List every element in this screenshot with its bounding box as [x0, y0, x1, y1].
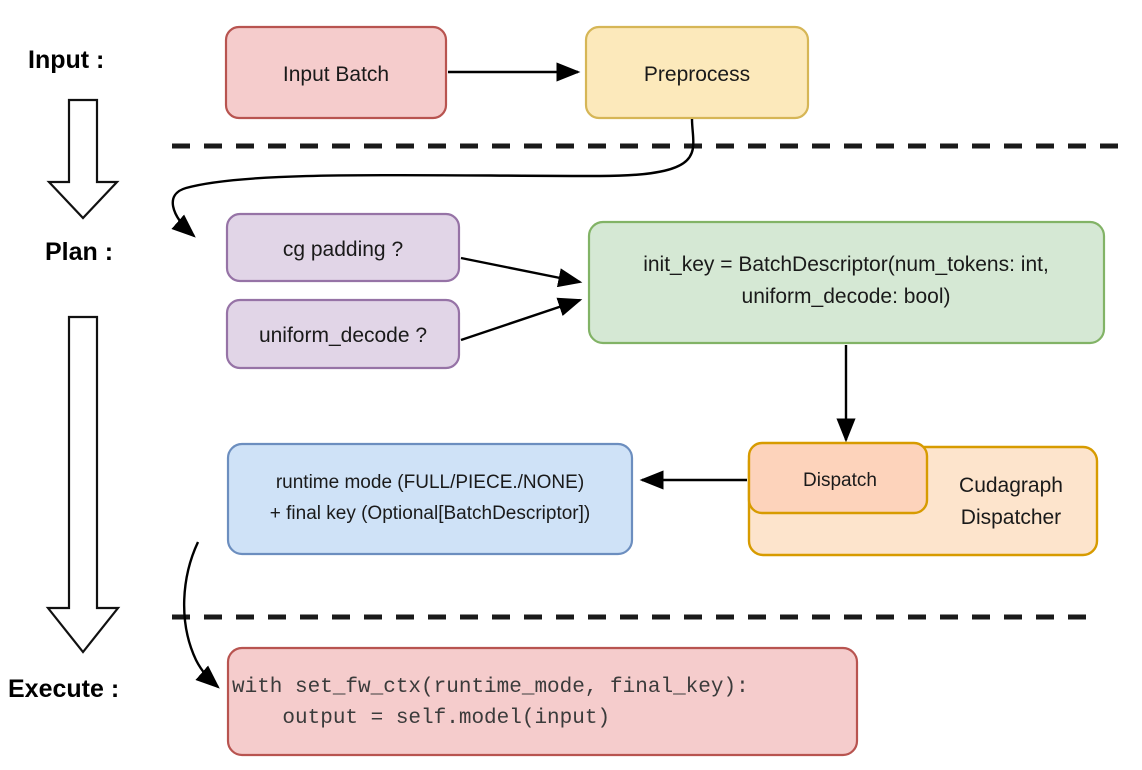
execute-code-box[interactable] [226, 646, 859, 757]
edge-cg-padding-to-init-key [460, 256, 583, 288]
dispatch-label: Dispatch [803, 470, 877, 491]
node-uniform-decode[interactable]: uniform_decode ? [225, 298, 461, 370]
input-batch-box[interactable] [224, 25, 448, 120]
edge-runtime-mode-to-execute-code [183, 541, 220, 689]
stage-label-execute: Execute : [8, 675, 119, 703]
init-key-box[interactable] [587, 220, 1106, 345]
input-batch-label: Input Batch [283, 63, 389, 86]
runtime-mode-box[interactable] [226, 442, 634, 556]
execute-code-line-1: with set_fw_ctx(runtime_mode, final_key)… [232, 676, 749, 699]
runtime-mode-line-2: + final key (Optional[BatchDescriptor]) [270, 503, 591, 524]
preprocess-box[interactable] [584, 25, 810, 120]
node-execute-code[interactable]: with set_fw_ctx(runtime_mode, final_key)… [226, 646, 859, 757]
edge-preprocess-to-cg-padding [171, 118, 695, 238]
dispatch-box[interactable] [747, 441, 929, 515]
init-key-line-2: uniform_decode: bool) [742, 285, 951, 308]
plan-to-execute-arrow [45, 315, 121, 654]
node-runtime-mode[interactable]: runtime mode (FULL/PIECE./NONE) + final … [226, 442, 634, 556]
node-input-batch[interactable]: Input Batch [224, 25, 448, 120]
stage-label-plan: Plan : [45, 238, 113, 266]
node-dispatch[interactable]: Dispatch [747, 441, 929, 515]
edge-uniform-decode-to-init-key [460, 297, 583, 342]
input-to-plan-arrow [46, 98, 120, 220]
uniform-decode-label: uniform_decode ? [259, 324, 427, 347]
cg-padding-label: cg padding ? [283, 238, 403, 261]
node-preprocess[interactable]: Preprocess [584, 25, 810, 120]
cudagraph-dispatcher-label-line-1: Cudagraph [959, 474, 1063, 497]
stage-label-input: Input : [28, 46, 104, 74]
node-cg-padding[interactable]: cg padding ? [225, 212, 461, 283]
cg-padding-box[interactable] [225, 212, 461, 283]
runtime-mode-line-1: runtime mode (FULL/PIECE./NONE) [276, 472, 584, 493]
preprocess-label: Preprocess [644, 63, 750, 86]
init-key-line-1: init_key = BatchDescriptor(num_tokens: i… [643, 253, 1049, 276]
node-init-key[interactable]: init_key = BatchDescriptor(num_tokens: i… [587, 220, 1106, 345]
uniform-decode-box[interactable] [225, 298, 461, 370]
execute-code-line-2: output = self.model(input) [232, 707, 610, 730]
cudagraph-dispatcher-label-line-2: Dispatcher [961, 506, 1061, 529]
